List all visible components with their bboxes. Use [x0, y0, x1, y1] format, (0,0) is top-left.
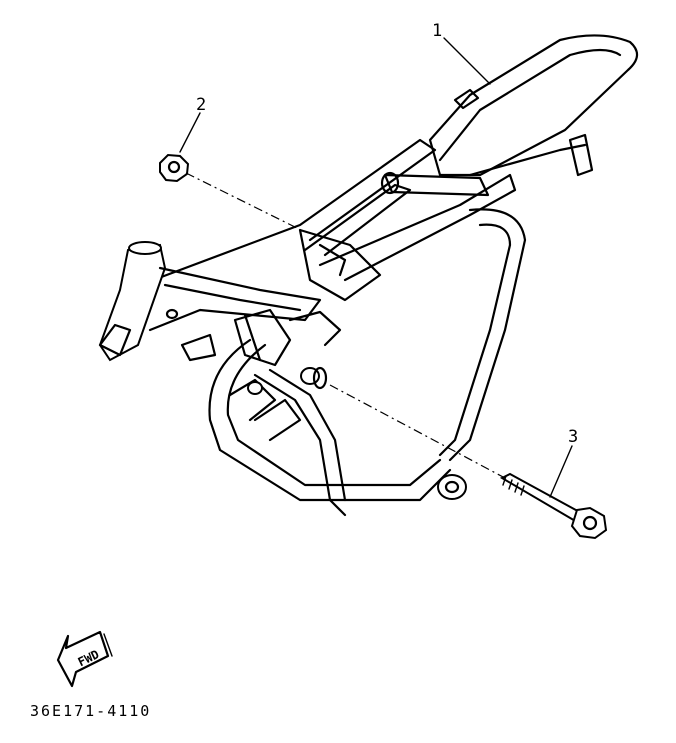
fwd-arrow-icon: FWD [56, 630, 113, 688]
diagram-code: 36E171-4110 [30, 702, 152, 720]
callout-3-label: 3 [568, 427, 578, 447]
callout-2-label: 2 [196, 95, 206, 115]
bolt-centerline [329, 384, 506, 479]
frame-drawing [98, 34, 639, 517]
callout-1-leader [443, 37, 491, 85]
fwd-label: FWD [76, 647, 102, 669]
callout-3-leader [549, 445, 573, 498]
callout-2-leader [179, 112, 201, 153]
bolt-drawing [499, 472, 608, 540]
nut-centerline [185, 172, 306, 233]
nut-drawing [159, 153, 190, 183]
callout-1-label: 1 [432, 21, 442, 41]
